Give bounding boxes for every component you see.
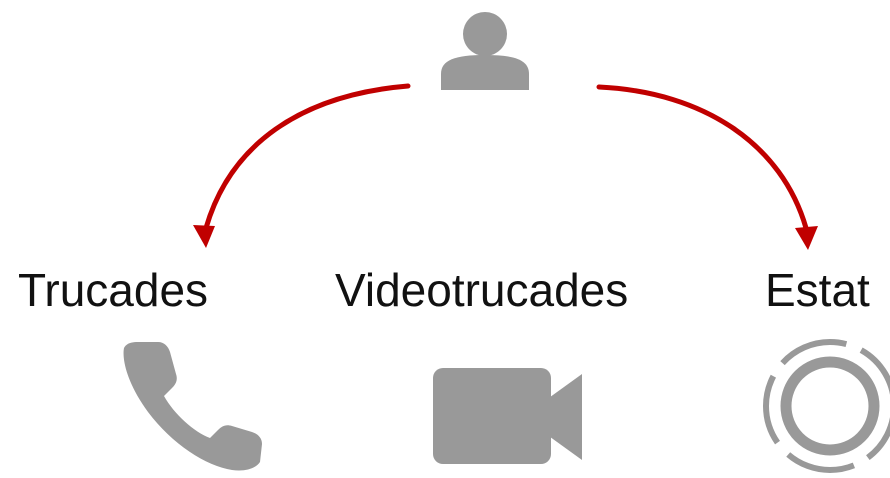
- label-status: Estat: [765, 264, 870, 316]
- label-calls: Trucades: [18, 264, 209, 316]
- arrow-to-calls: [193, 83, 411, 248]
- arrow-to-status: [596, 84, 818, 250]
- phone-icon: [123, 342, 262, 471]
- status-ring-icon: [763, 339, 890, 473]
- person-icon: [441, 12, 529, 90]
- video-camera-icon: [433, 368, 582, 464]
- label-videocalls: Videotrucades: [335, 264, 629, 316]
